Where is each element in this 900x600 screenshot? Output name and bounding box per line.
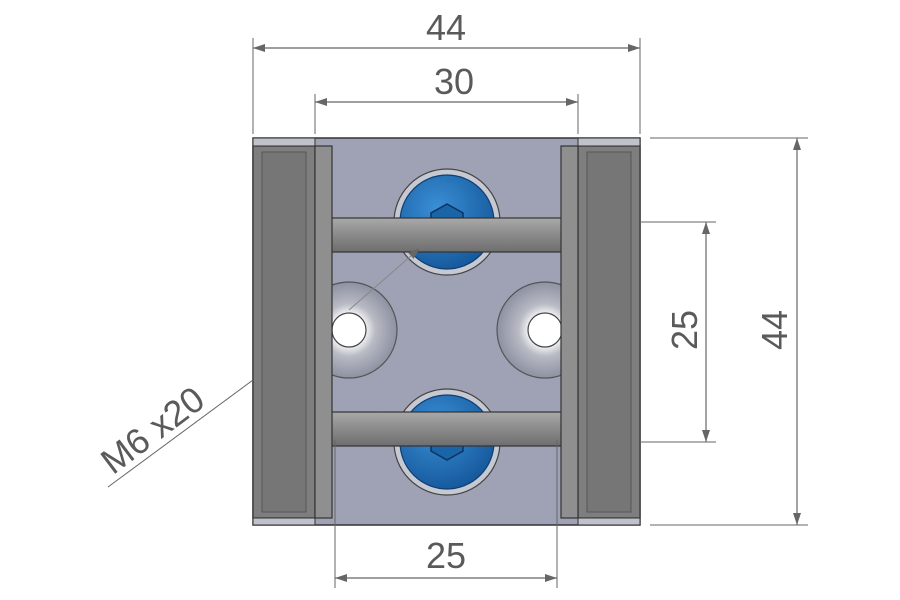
inner-width-label: 30: [434, 61, 474, 102]
bolt-spacing-dimension: 25: [640, 221, 716, 443]
right-side-plate: [560, 137, 641, 526]
bolt-spacing-label: 25: [664, 310, 705, 350]
overall-width-label: 44: [426, 7, 466, 48]
top-rod: [329, 217, 563, 253]
overall-height-dimension: 44: [650, 137, 808, 526]
bottom-spacing-dimension: 25: [334, 440, 558, 588]
bottom-spacing-label: 25: [426, 535, 466, 576]
overall-width-dimension: 44: [252, 7, 641, 134]
left-side-plate: [252, 137, 333, 526]
overall-height-label: 44: [754, 310, 795, 350]
screw-spec-label: M6 x20: [93, 378, 212, 482]
bottom-rod: [329, 411, 563, 447]
inner-width-dimension: 30: [314, 61, 579, 134]
